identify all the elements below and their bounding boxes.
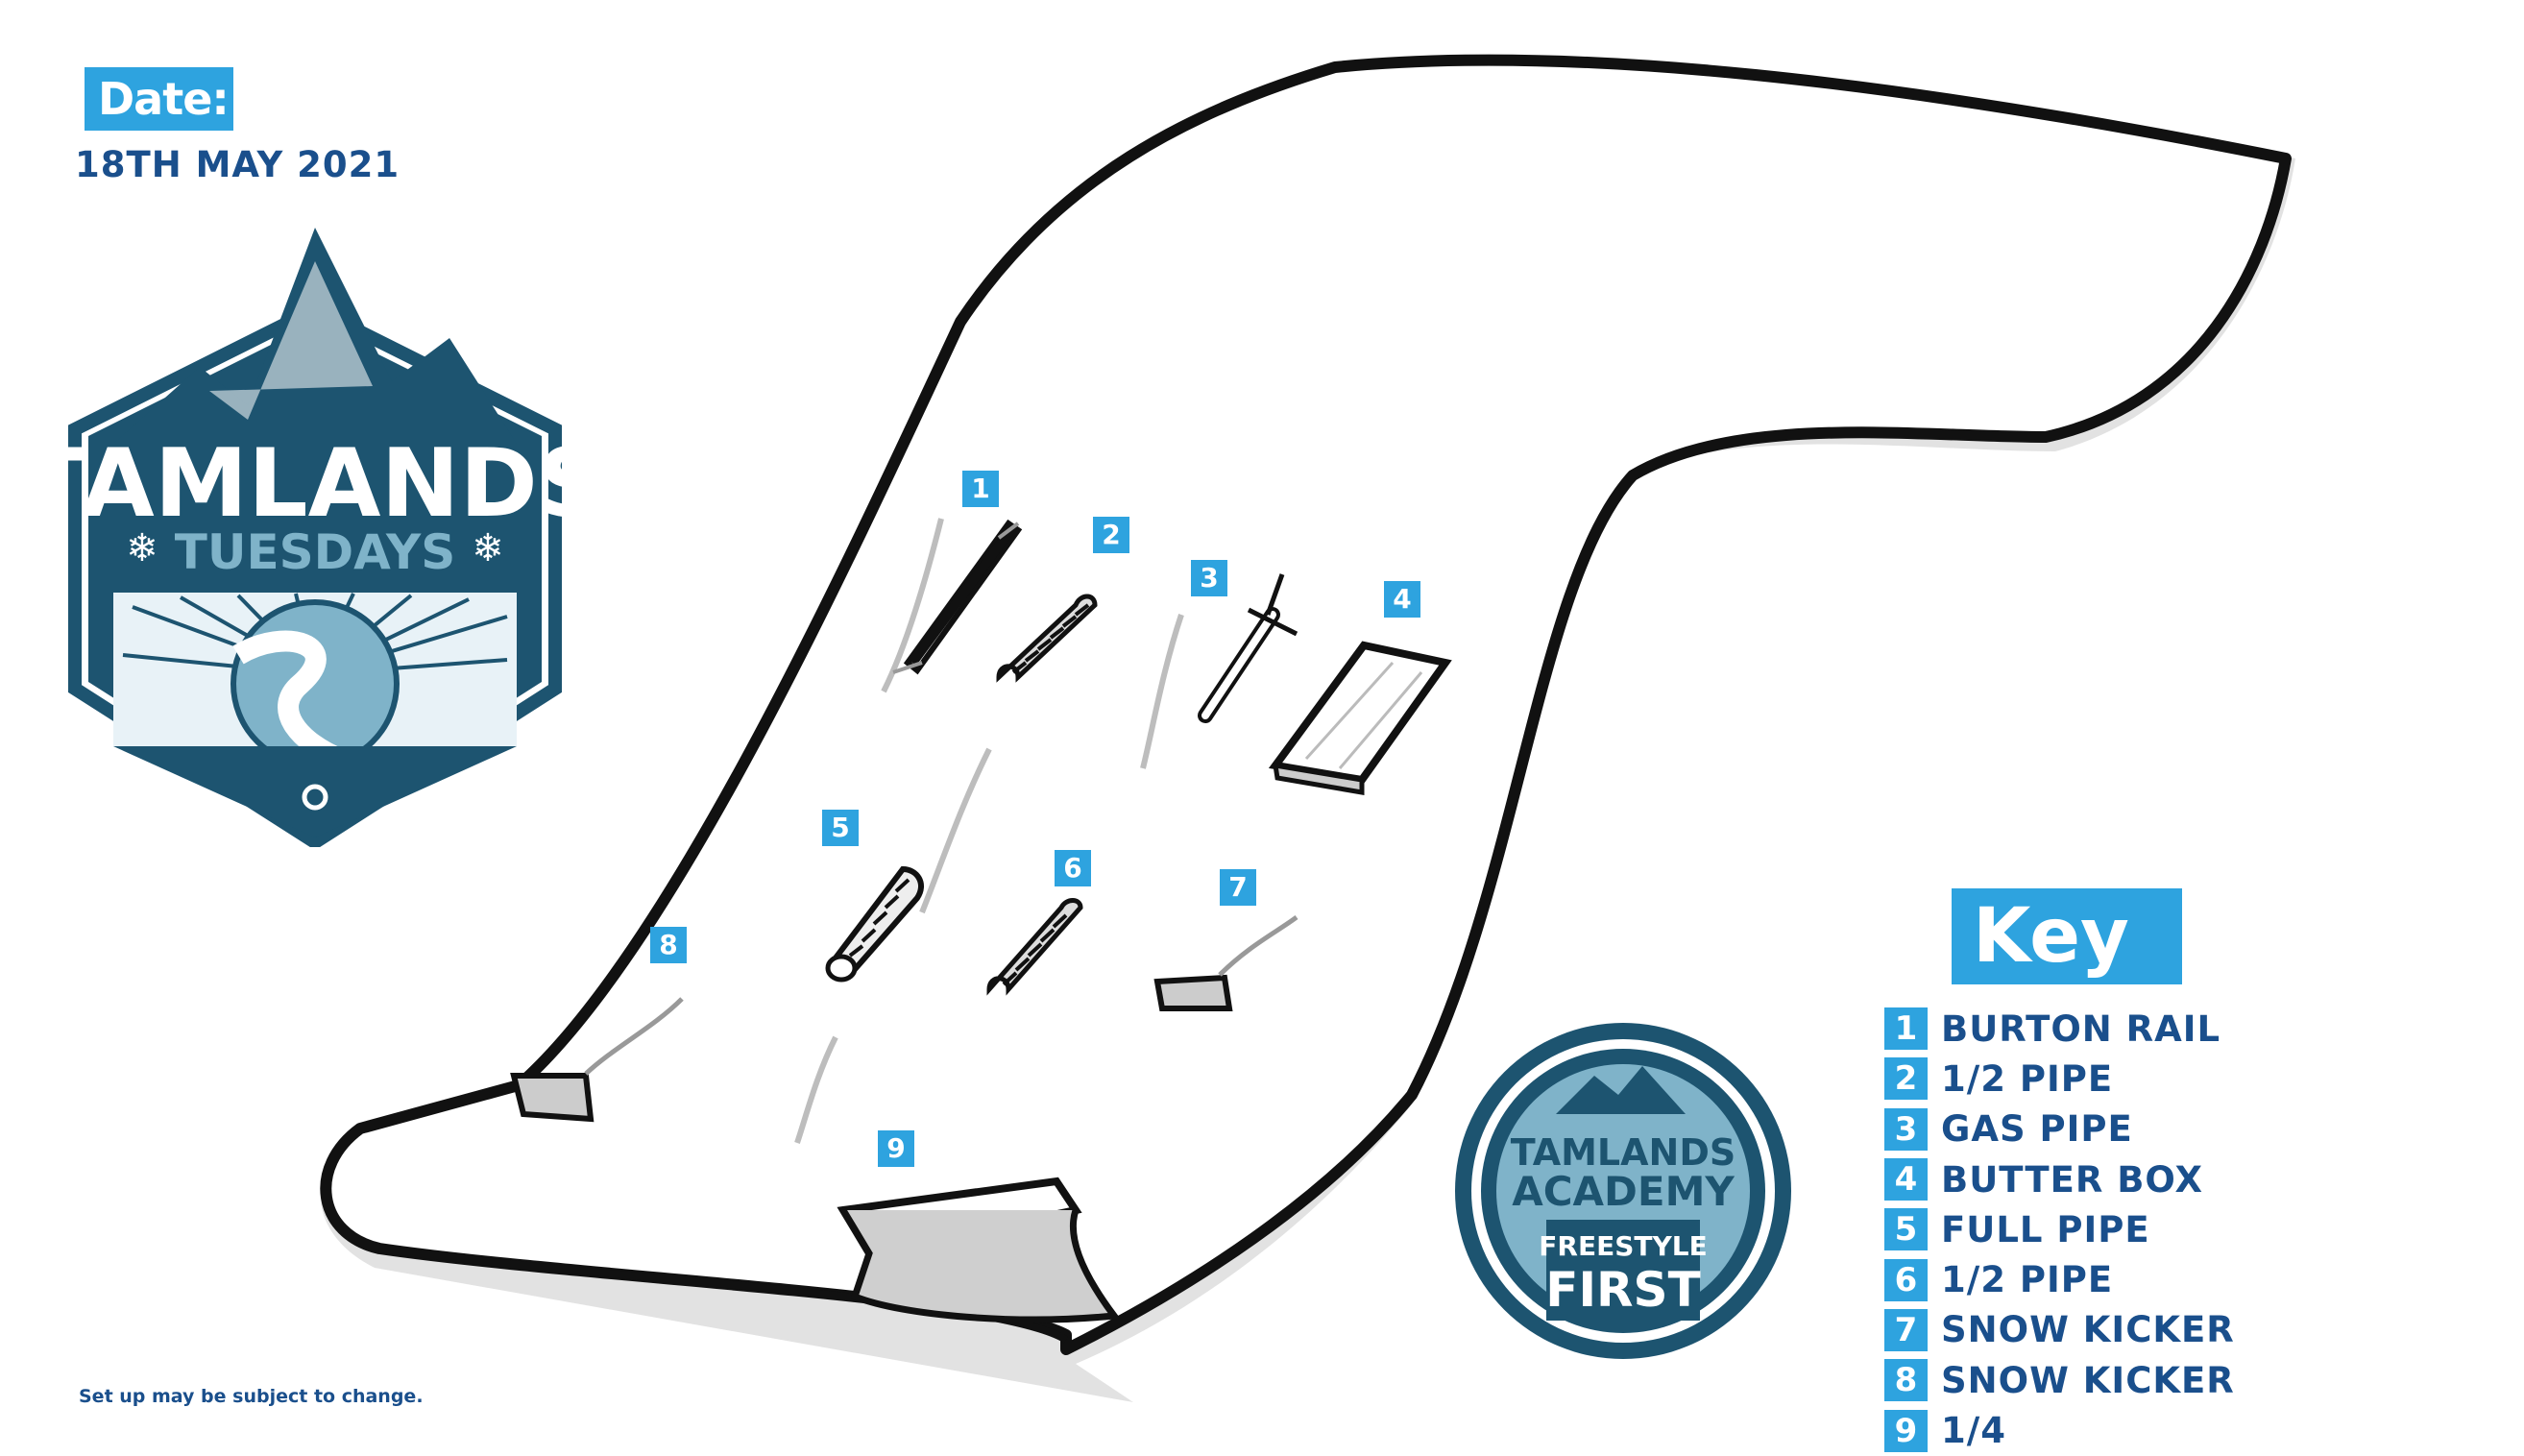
map-marker: 1 [962, 471, 999, 507]
map-marker: 2 [1093, 517, 1129, 553]
key-number: 5 [1884, 1208, 1928, 1251]
feature-gas-pipe [1198, 573, 1298, 723]
snowflake-icon: ❄ [126, 526, 158, 570]
key-title: Key [1952, 888, 2182, 984]
map-marker: 4 [1384, 581, 1420, 618]
nut-icon [302, 784, 328, 811]
key-label: 1/4 [1941, 1410, 2007, 1452]
map-marker: 7 [1220, 869, 1256, 906]
key-number: 6 [1884, 1258, 1928, 1301]
key-item: 4 BUTTER BOX [1884, 1154, 2235, 1204]
academy-line2: ACADEMY [1512, 1168, 1735, 1215]
key-label: BUTTER BOX [1941, 1158, 2204, 1201]
snowflake-icon: ❄ [472, 526, 504, 570]
key-item: 2 1/2 PIPE [1884, 1054, 2235, 1104]
key-label: GAS PIPE [1941, 1108, 2133, 1151]
feature-quarter-pipe [837, 1177, 1121, 1323]
logo-subtitle: TUESDAYS [175, 524, 456, 580]
date-value: 18TH MAY 2021 [75, 144, 400, 185]
key-number: 1 [1884, 1007, 1928, 1051]
disclaimer-note: Set up may be subject to change. [79, 1386, 424, 1407]
tamlands-academy-logo: TAMLANDS ACADEMY FREESTYLE FIRST [1455, 1023, 1791, 1359]
feature-snow-kicker [510, 997, 684, 1123]
tamlands-tuesdays-logo: TAMLANDS TUESDAYS ❄ ❄ [56, 228, 574, 847]
key-item: 6 1/2 PIPE [1884, 1254, 2235, 1304]
map-marker: 8 [650, 927, 687, 963]
feature-full-pipe [825, 865, 924, 983]
key-list: 1 BURTON RAIL 2 1/2 PIPE 3 GAS PIPE 4 BUTTER… [1884, 1004, 2235, 1456]
key-item: 7 SNOW KICKER [1884, 1305, 2235, 1355]
logo-title: TAMLANDS [56, 429, 574, 539]
key-item: 3 GAS PIPE [1884, 1104, 2235, 1154]
map-marker: 6 [1055, 850, 1091, 886]
key-number: 9 [1884, 1409, 1928, 1452]
key-number: 4 [1884, 1158, 1928, 1201]
key-label: BURTON RAIL [1941, 1007, 2221, 1050]
key-item: 8 SNOW KICKER [1884, 1355, 2235, 1405]
map-marker: 9 [878, 1130, 914, 1167]
key-number: 8 [1884, 1359, 1928, 1402]
key-label: 1/2 PIPE [1941, 1259, 2114, 1301]
feature-rail [892, 519, 1023, 675]
key-number: 3 [1884, 1107, 1928, 1151]
academy-line4: FIRST [1545, 1262, 1700, 1318]
academy-line1: TAMLANDS [1511, 1131, 1736, 1174]
key-label: 1/2 PIPE [1941, 1057, 2114, 1100]
key-label: SNOW KICKER [1941, 1359, 2235, 1401]
key-item: 9 1/4 [1884, 1405, 2235, 1455]
map-marker: 3 [1191, 560, 1227, 596]
key-label: SNOW KICKER [1941, 1309, 2235, 1351]
feature-snow-kicker [1153, 914, 1298, 1011]
key-number: 7 [1884, 1308, 1928, 1351]
key-item: 1 BURTON RAIL [1884, 1004, 2235, 1054]
key-number: 2 [1884, 1057, 1928, 1101]
academy-line3: FREESTYLE [1539, 1230, 1707, 1262]
key-label: FULL PIPE [1941, 1208, 2150, 1250]
key-item: 5 FULL PIPE [1884, 1204, 2235, 1254]
date-label: Date: [85, 67, 233, 131]
feature-butter-box [1268, 641, 1452, 795]
feature-half-pipe [986, 898, 1083, 996]
map-marker: 5 [822, 810, 859, 846]
feature-half-pipe [996, 594, 1098, 683]
